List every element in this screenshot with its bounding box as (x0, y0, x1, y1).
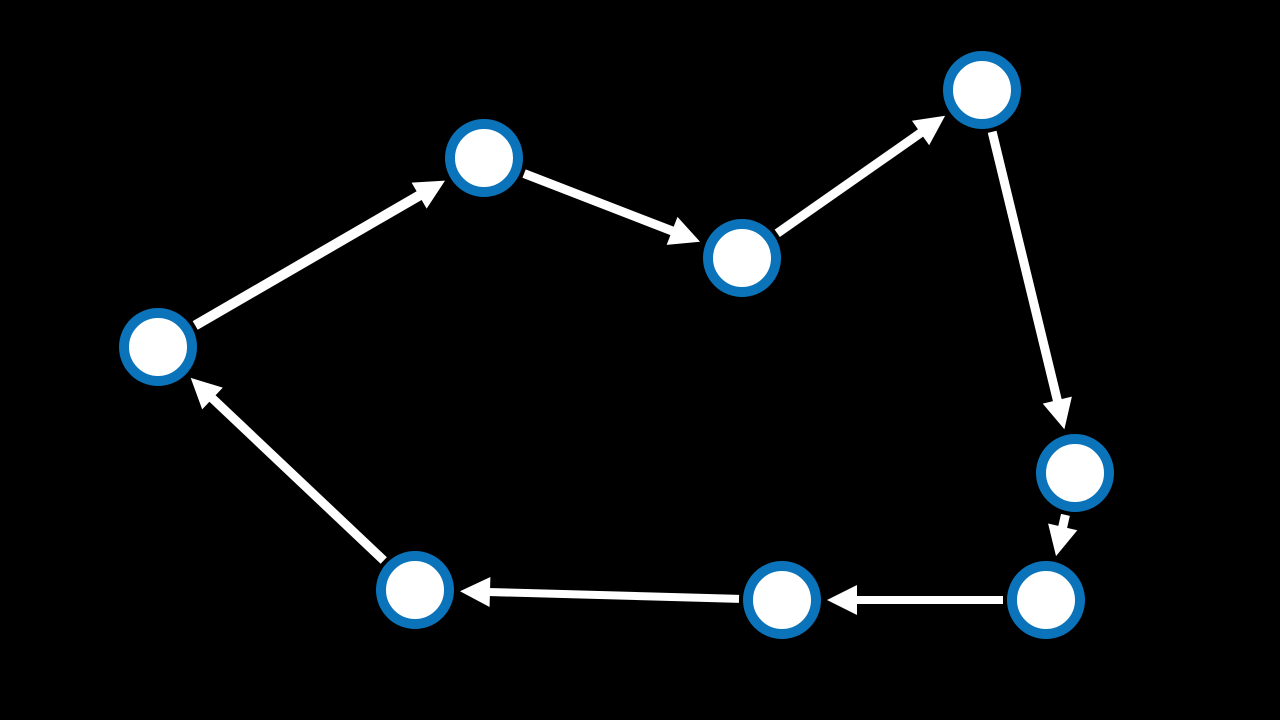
edge-arrowhead-icon (827, 585, 857, 615)
edge-arrowhead-icon (666, 216, 701, 245)
nodes-layer (119, 51, 1114, 639)
graph-edge[interactable] (1048, 513, 1078, 557)
edge-shaft (987, 130, 1063, 404)
node-circle (1036, 434, 1114, 512)
edge-arrowhead-icon (459, 577, 491, 608)
graph-node[interactable] (1007, 561, 1085, 639)
graph-node[interactable] (1036, 434, 1114, 512)
graph-node[interactable] (943, 51, 1021, 129)
edge-shaft (487, 587, 740, 603)
node-circle (703, 219, 781, 297)
graph-edge[interactable] (774, 115, 946, 238)
edge-shaft (207, 393, 387, 564)
edges-layer (190, 115, 1078, 615)
graph-edge[interactable] (192, 180, 446, 330)
graph-node[interactable] (743, 561, 821, 639)
edge-arrowhead-icon (1048, 523, 1078, 557)
node-circle (376, 551, 454, 629)
node-circle (445, 119, 523, 197)
graph-edge[interactable] (459, 577, 740, 608)
edge-shaft (774, 128, 925, 238)
node-circle (743, 561, 821, 639)
graph-node[interactable] (703, 219, 781, 297)
node-circle (1007, 561, 1085, 639)
edge-arrowhead-icon (411, 180, 446, 209)
node-circle (943, 51, 1021, 129)
graph-edge[interactable] (190, 377, 387, 564)
graph-node[interactable] (119, 308, 197, 386)
node-circle (119, 308, 197, 386)
graph-node[interactable] (445, 119, 523, 197)
edge-shaft (522, 169, 676, 236)
edge-arrowhead-icon (1042, 396, 1072, 430)
graph-edge[interactable] (522, 169, 701, 245)
graph-node[interactable] (376, 551, 454, 629)
edge-shaft (1057, 513, 1070, 530)
edge-arrowhead-icon (911, 115, 946, 146)
graph-edge[interactable] (987, 130, 1072, 430)
edge-shaft (192, 190, 424, 330)
graph-edge[interactable] (827, 585, 1003, 615)
edge-arrowhead-icon (190, 377, 223, 410)
